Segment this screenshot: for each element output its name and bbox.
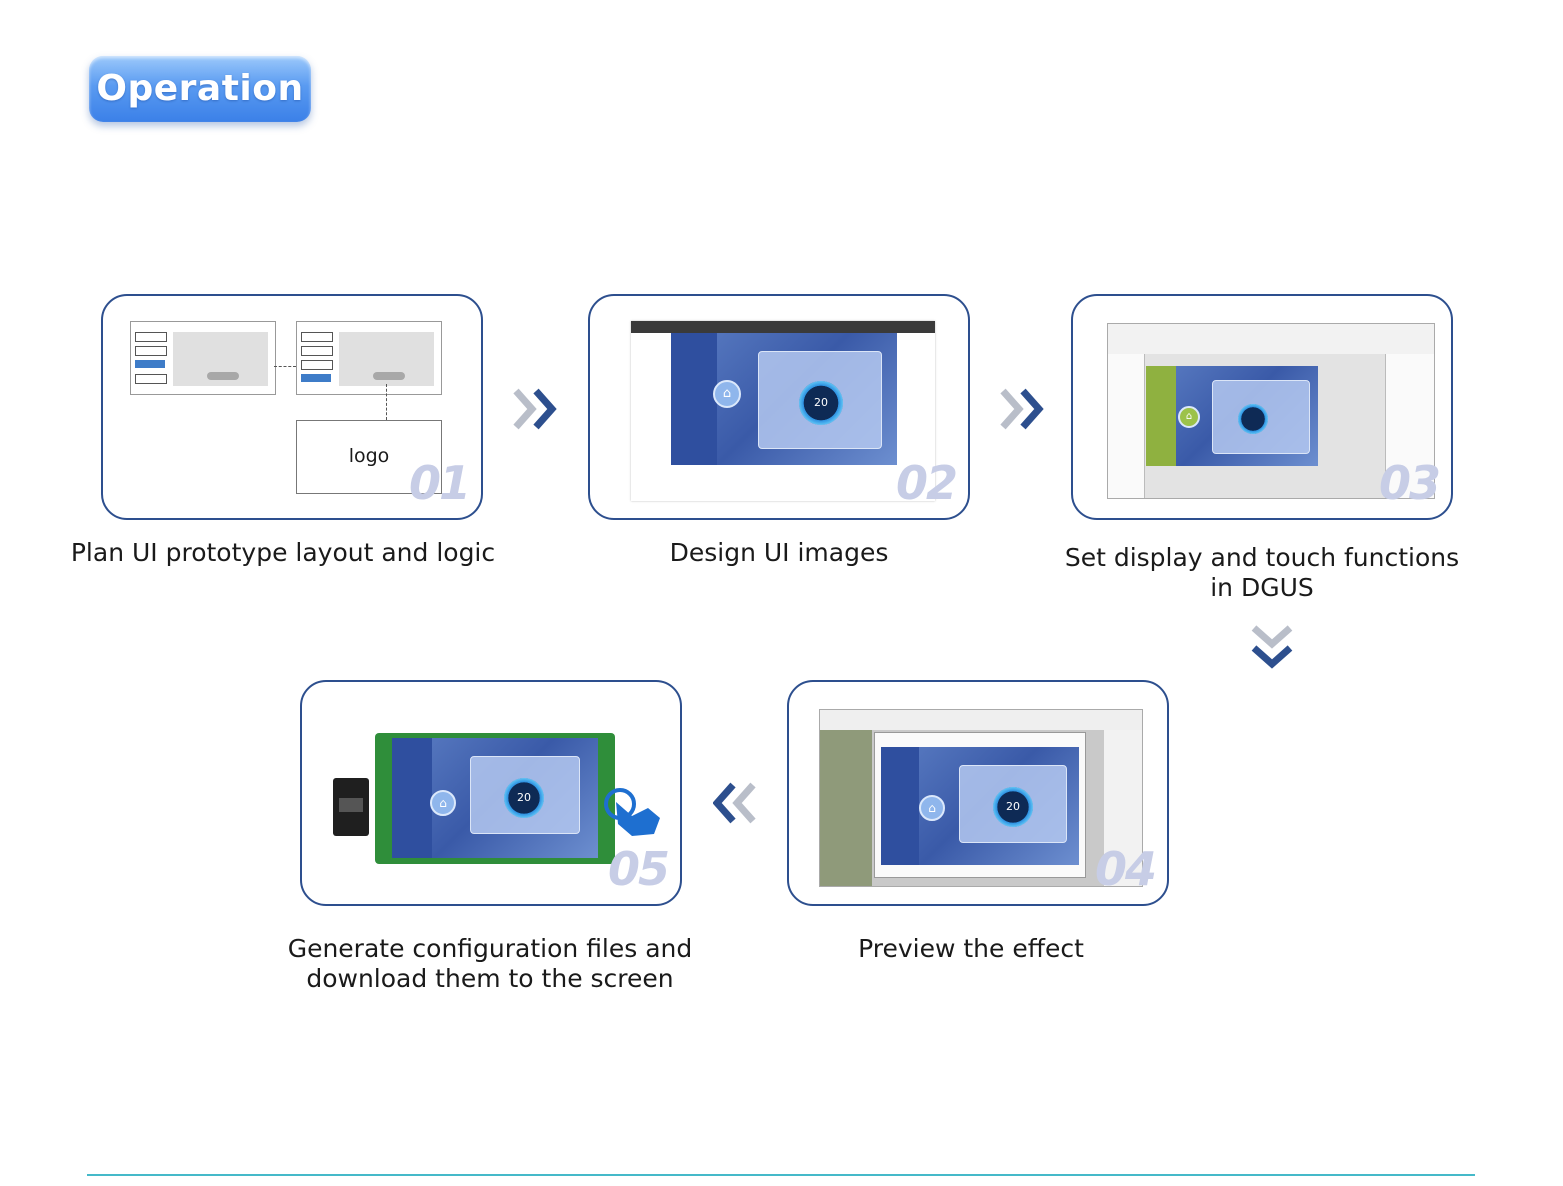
- ui-mockup: 20 ⌂: [671, 333, 897, 465]
- step-number: 05: [607, 842, 670, 896]
- dgus-canvas: ⌂: [1146, 366, 1318, 466]
- caption-line: in DGUS: [1210, 573, 1314, 602]
- step-number: 03: [1378, 456, 1441, 510]
- temperature-dial: [1238, 404, 1268, 434]
- wireframe-page-1: [130, 321, 276, 395]
- step-01-caption: Plan UI prototype layout and logic: [70, 538, 496, 567]
- temperature-dial: 20: [993, 787, 1033, 827]
- temperature-value: 20: [814, 396, 828, 409]
- step-number: 04: [1094, 842, 1157, 896]
- sd-card-reader: [333, 778, 369, 836]
- operation-badge: Operation: [89, 56, 311, 122]
- step-03-caption: Set display and touch functions in DGUS: [1040, 543, 1484, 603]
- temperature-dial: 20: [799, 381, 843, 425]
- home-icon: ⌂: [1178, 406, 1200, 428]
- step-03-card: ⌂ 03: [1071, 294, 1453, 520]
- temperature-value: 20: [1006, 800, 1020, 813]
- home-icon: ⌂: [430, 790, 456, 816]
- lcd-device: 20 ⌂: [375, 733, 615, 864]
- double-chevron-left-icon: [713, 782, 756, 824]
- temperature-value: 20: [517, 791, 531, 804]
- design-canvas: 20 ⌂: [631, 321, 935, 501]
- wireframe-page-2: [296, 321, 442, 395]
- logo-box: logo: [296, 420, 442, 494]
- logo-label: logo: [348, 445, 390, 467]
- connector-line: [386, 384, 387, 420]
- step-02-card: 20 ⌂ 02: [588, 294, 970, 520]
- room-panel: [758, 351, 882, 449]
- step-01-card: logo 01: [101, 294, 483, 520]
- step-05-caption: Generate configuration files and downloa…: [270, 934, 710, 994]
- step-number: 01: [408, 456, 471, 510]
- double-chevron-right-icon: [1000, 388, 1044, 430]
- caption-line: Set display and touch functions: [1064, 543, 1460, 572]
- step-04-card: 20 ⌂ 04: [787, 680, 1169, 906]
- connector-line: [274, 366, 296, 367]
- footer-divider: [87, 1174, 1475, 1176]
- home-icon: ⌂: [713, 380, 741, 408]
- lcd-screen: 20 ⌂: [392, 738, 598, 858]
- double-chevron-down-icon: [1251, 625, 1293, 669]
- step-05-card: 20 ⌂ 05: [300, 680, 682, 906]
- touch-hand-icon: [604, 788, 660, 836]
- preview-screen: 20 ⌂: [881, 747, 1079, 865]
- dgus-software-window: ⌂: [1107, 323, 1435, 499]
- step-02-caption: Design UI images: [669, 538, 889, 567]
- preview-software-window: 20 ⌂: [819, 709, 1143, 887]
- step-number: 02: [895, 456, 958, 510]
- double-chevron-right-icon: [513, 388, 557, 430]
- home-icon: ⌂: [919, 795, 945, 821]
- temperature-dial: 20: [504, 778, 544, 818]
- caption-line: Generate configuration files and: [287, 934, 693, 963]
- preview-dialog: 20 ⌂: [874, 732, 1086, 878]
- caption-line: download them to the screen: [306, 964, 674, 993]
- step-04-caption: Preview the effect: [858, 934, 1084, 963]
